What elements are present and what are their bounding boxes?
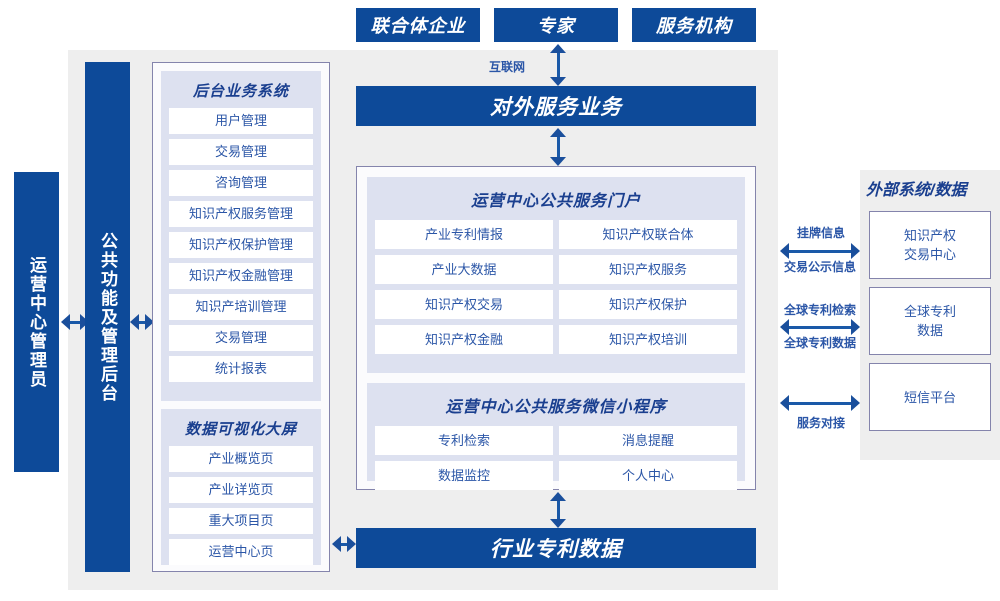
listing-info-label: 挂牌信息 bbox=[796, 226, 845, 240]
actor-box-consortium[interactable]: 联合体企业 bbox=[356, 8, 480, 42]
miniprogram-row: 数据监控 个人中心 bbox=[375, 461, 737, 490]
backend-to-data-arrow bbox=[332, 536, 356, 552]
backend-item[interactable]: 咨询管理 bbox=[169, 170, 313, 196]
data-visual-item[interactable]: 产业详览页 bbox=[169, 477, 313, 503]
miniprogram-item[interactable]: 个人中心 bbox=[559, 461, 737, 490]
data-visual-item[interactable]: 重大项目页 bbox=[169, 508, 313, 534]
external-system-label: 全球专利 数据 bbox=[903, 304, 956, 338]
external-service-bar[interactable]: 对外服务业务 bbox=[356, 86, 756, 126]
public-service-portal-title: 运营中心公共服务门户 bbox=[470, 193, 641, 210]
portal-item[interactable]: 知识产权交易 bbox=[375, 290, 553, 319]
backend-business-system-title: 后台业务系统 bbox=[192, 83, 289, 100]
center-services-panel: 运营中心公共服务门户 产业专利情报 知识产权联合体 产业大数据 知识产权服务 知… bbox=[356, 166, 756, 490]
external-system-label: 短信平台 bbox=[903, 389, 956, 405]
data-visualization-group: 数据可视化大屏 产业概览页 产业详览页 重大项目页 运营中心页 bbox=[161, 409, 321, 565]
external-system-sms-platform[interactable]: 短信平台 bbox=[869, 363, 991, 431]
backend-business-system-group: 后台业务系统 用户管理 交易管理 咨询管理 知识产权服务管理 知识产权保护管理 … bbox=[161, 71, 321, 401]
actor-box-service-agency[interactable]: 服务机构 bbox=[632, 8, 756, 42]
portal-item[interactable]: 知识产权服务 bbox=[559, 255, 737, 284]
portal-row: 知识产权金融 知识产权培训 bbox=[375, 325, 737, 354]
data-visual-item[interactable]: 运营中心页 bbox=[169, 539, 313, 565]
common-backend-bar[interactable]: 公共功能及管理后台 bbox=[85, 62, 130, 572]
portal-to-data-arrow bbox=[550, 492, 566, 528]
backend-systems-panel: 后台业务系统 用户管理 交易管理 咨询管理 知识产权服务管理 知识产权保护管理 … bbox=[152, 62, 330, 572]
wechat-mini-program-title: 运营中心公共服务微信小程序 bbox=[445, 399, 667, 416]
backend-item[interactable]: 知识产权金融管理 bbox=[169, 263, 313, 289]
portal-row: 产业专利情报 知识产权联合体 bbox=[375, 220, 737, 249]
internet-connector-arrow bbox=[550, 44, 566, 86]
portal-row: 知识产权交易 知识产权保护 bbox=[375, 290, 737, 319]
admin-to-backend-arrow bbox=[61, 314, 89, 330]
backend-item[interactable]: 交易管理 bbox=[169, 139, 313, 165]
sms-platform-connector-arrow bbox=[780, 395, 860, 411]
portal-item[interactable]: 产业专利情报 bbox=[375, 220, 553, 249]
ip-trading-connector-arrow bbox=[780, 243, 860, 259]
backend-item[interactable]: 统计报表 bbox=[169, 356, 313, 382]
backend-item[interactable]: 知识产权服务管理 bbox=[169, 201, 313, 227]
portal-item[interactable]: 知识产权培训 bbox=[559, 325, 737, 354]
portal-item[interactable]: 知识产权联合体 bbox=[559, 220, 737, 249]
backend-item[interactable]: 交易管理 bbox=[169, 325, 313, 351]
admin-role-bar[interactable]: 运营中心管理员 bbox=[14, 172, 59, 472]
miniprogram-item[interactable]: 消息提醒 bbox=[559, 426, 737, 455]
backend-item[interactable]: 知识产权保护管理 bbox=[169, 232, 313, 258]
data-visual-item[interactable]: 产业概览页 bbox=[169, 446, 313, 472]
industry-patent-data-bar[interactable]: 行业专利数据 bbox=[356, 528, 756, 568]
backend-to-systems-arrow bbox=[130, 314, 154, 330]
miniprogram-row: 专利检索 消息提醒 bbox=[375, 426, 737, 455]
miniprogram-item[interactable]: 数据监控 bbox=[375, 461, 553, 490]
data-visualization-title: 数据可视化大屏 bbox=[184, 421, 297, 438]
external-system-label: 知识产权 交易中心 bbox=[903, 228, 956, 262]
external-system-global-patent-data[interactable]: 全球专利 数据 bbox=[869, 287, 991, 355]
miniprogram-item[interactable]: 专利检索 bbox=[375, 426, 553, 455]
wechat-mini-program-group: 运营中心公共服务微信小程序 专利检索 消息提醒 数据监控 个人中心 bbox=[367, 383, 745, 490]
global-patent-data-label: 全球专利数据 bbox=[783, 336, 856, 350]
external-systems-title: 外部系统/数据 bbox=[866, 182, 967, 199]
backend-item[interactable]: 知识产培训管理 bbox=[169, 294, 313, 320]
portal-item[interactable]: 产业大数据 bbox=[375, 255, 553, 284]
external-system-ip-trading-center[interactable]: 知识产权 交易中心 bbox=[869, 211, 991, 279]
portal-item[interactable]: 知识产权保护 bbox=[559, 290, 737, 319]
backend-item[interactable]: 用户管理 bbox=[169, 108, 313, 134]
trade-public-info-label: 交易公示信息 bbox=[783, 260, 856, 274]
actor-box-expert[interactable]: 专家 bbox=[494, 8, 618, 42]
service-docking-label: 服务对接 bbox=[796, 416, 845, 430]
global-patent-connector-arrow bbox=[780, 319, 860, 335]
global-patent-search-label: 全球专利检索 bbox=[783, 303, 856, 317]
service-to-portal-arrow bbox=[550, 128, 566, 166]
public-service-portal-group: 运营中心公共服务门户 产业专利情报 知识产权联合体 产业大数据 知识产权服务 知… bbox=[367, 177, 745, 373]
portal-row: 产业大数据 知识产权服务 bbox=[375, 255, 737, 284]
internet-label: 互联网 bbox=[489, 60, 526, 74]
portal-item[interactable]: 知识产权金融 bbox=[375, 325, 553, 354]
